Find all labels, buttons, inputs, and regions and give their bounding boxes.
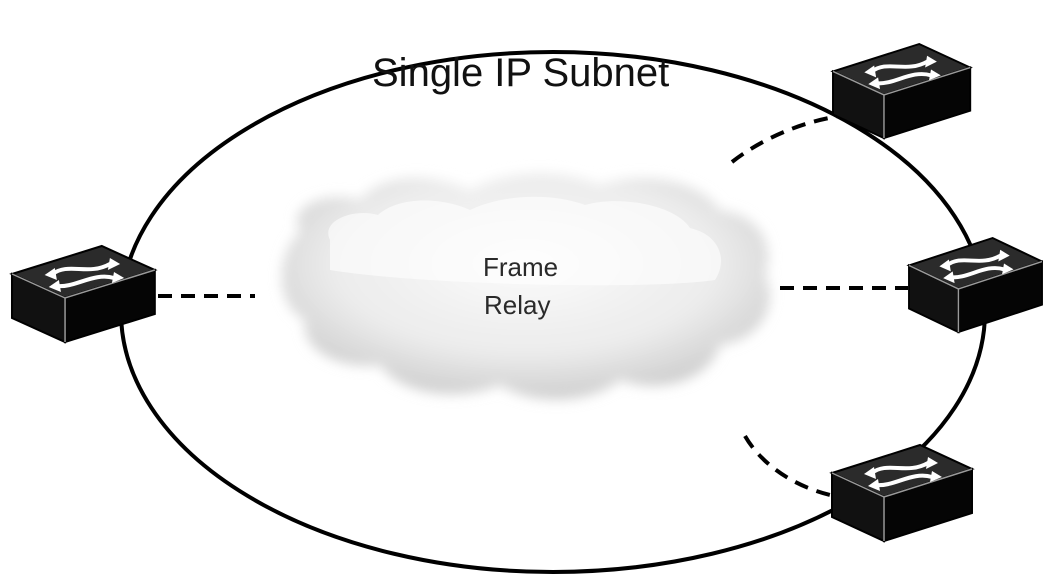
link-bottom-right [743, 434, 831, 497]
frame-relay-cloud [281, 173, 770, 400]
link-top-right [730, 114, 841, 164]
switch-bottom-right-icon [830, 443, 974, 543]
switch-middle-right-icon [907, 236, 1043, 335]
subnet-label: Single IP Subnet [372, 51, 669, 95]
cloud-label-line2: Relay [484, 290, 550, 320]
cloud-label-line1: Frame [483, 252, 558, 282]
switch-left-icon [12, 246, 155, 342]
switch-top-right-icon [831, 42, 973, 141]
